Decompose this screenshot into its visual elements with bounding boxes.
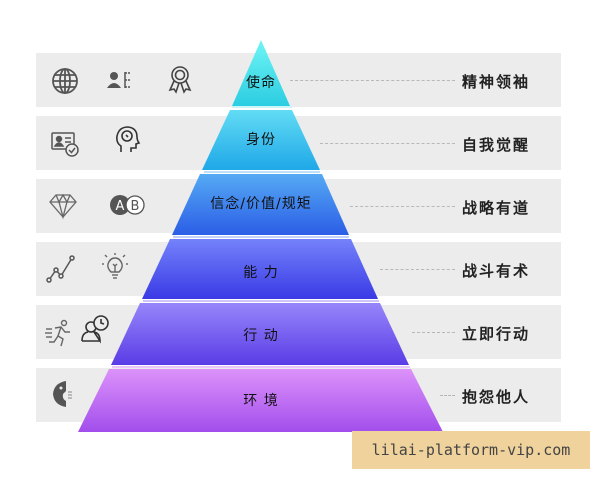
connector-5 (412, 332, 455, 333)
person-list-icon (105, 66, 135, 96)
diamond-icon (48, 190, 78, 220)
outcome-label-5: 立即行动 (462, 325, 531, 343)
connector-2 (320, 143, 455, 144)
globe-icon (50, 66, 80, 96)
level-label-3: 信念/价值/规矩 (210, 196, 312, 212)
lightbulb-icon (100, 252, 130, 282)
connector-1 (290, 80, 455, 81)
svg-text:B: B (131, 199, 140, 214)
level-label-6: 环 境 (243, 393, 279, 409)
line-chart-icon (46, 253, 76, 283)
outcome-label-4: 战斗有术 (462, 262, 531, 280)
level-label-2: 身份 (246, 132, 276, 148)
outcome-label-3: 战略有道 (462, 199, 531, 217)
running-person-icon (44, 318, 74, 348)
outcome-label-6: 抱怨他人 (462, 388, 531, 406)
person-clock-icon (80, 314, 110, 344)
level-label-4: 能 力 (243, 265, 279, 281)
outcome-label-1: 精神领袖 (462, 73, 531, 91)
connector-6 (440, 395, 455, 396)
outcome-label-2: 自我觉醒 (462, 136, 531, 154)
level-label-5: 行 动 (243, 328, 279, 344)
svg-text:A: A (116, 199, 125, 214)
award-ribbon-icon (165, 64, 195, 94)
level-label-1: 使命 (246, 75, 276, 91)
watermark: lilai-platform-vip.com (352, 431, 590, 469)
connector-4 (380, 269, 455, 270)
connector-3 (350, 206, 455, 207)
head-mind-icon (112, 124, 142, 154)
speaking-face-icon (48, 379, 78, 409)
id-card-check-icon (50, 128, 80, 158)
